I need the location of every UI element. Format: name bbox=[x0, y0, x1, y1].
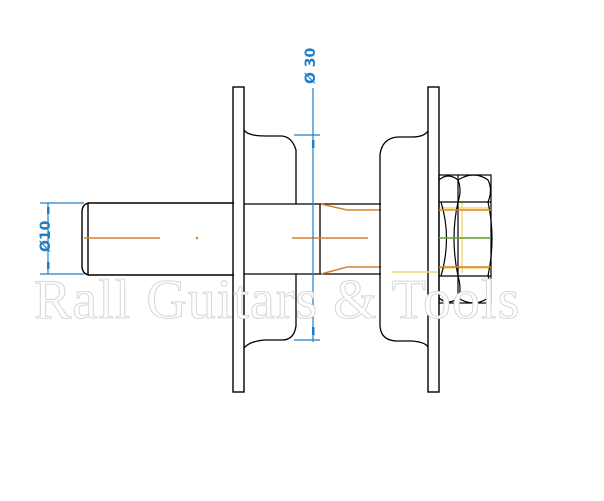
nut-lines bbox=[439, 209, 491, 268]
left-hub bbox=[243, 129, 297, 349]
left-shaft bbox=[81, 202, 234, 276]
dimension-dia-10 bbox=[40, 202, 84, 275]
dimension-dia-30 bbox=[294, 88, 320, 342]
middle-thread-lines bbox=[292, 203, 381, 275]
dimension-label-dia-10: Ø10 bbox=[38, 220, 54, 252]
hex-nut bbox=[438, 174, 493, 304]
left-flange bbox=[232, 86, 245, 393]
centerline-dot bbox=[195, 236, 199, 240]
right-hub bbox=[379, 130, 429, 348]
dimension-label-dia-30: Ø 30 bbox=[303, 47, 319, 84]
right-flange bbox=[427, 86, 440, 393]
